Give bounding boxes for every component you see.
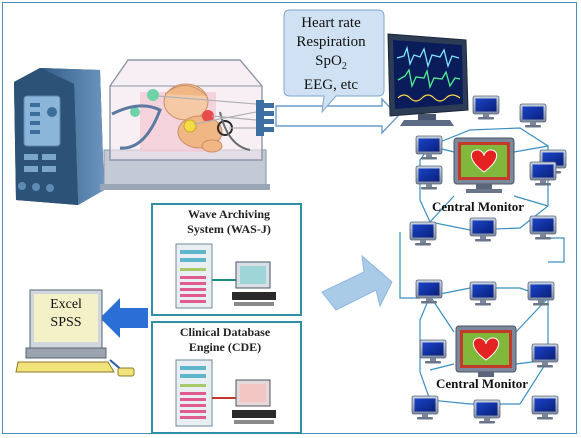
waveform-monitor-icon <box>387 33 469 126</box>
export-arrow <box>100 298 148 338</box>
analysis-software-text: Excel SPSS <box>36 296 96 332</box>
data-flow-arrow <box>275 97 399 135</box>
cde-server-icon <box>175 359 213 427</box>
vital-respiration: Respiration <box>296 34 366 50</box>
network-link <box>399 232 420 299</box>
vital-eeg: EEG, etc <box>303 77 359 93</box>
cde-pc-icon <box>232 379 276 424</box>
vital-heart-rate: Heart rate <box>301 15 361 31</box>
was-pc-icon <box>232 261 276 306</box>
archive-arrow <box>321 254 393 311</box>
central-monitor-bottom-icon <box>455 325 517 377</box>
cde-title: Clinical Database Engine (CDE) <box>179 325 271 354</box>
excel-label: Excel <box>50 297 82 312</box>
central-monitor-top-label: Central Monitor <box>432 199 525 214</box>
was-title: Wave Archiving System (WAS-J) <box>187 207 271 236</box>
vital-spo2: SpO2 <box>315 53 347 72</box>
central-monitor-top-icon <box>453 137 515 193</box>
vital-signs-text: Heart rate Respiration SpO2 EEG, etc <box>285 14 377 95</box>
vital-signs-bubble <box>283 9 385 114</box>
analysis-pc-icon <box>15 289 135 377</box>
central-monitor-bottom-label: Central Monitor <box>436 376 529 391</box>
bedside-monitor-icon <box>14 68 104 205</box>
spss-label: SPSS <box>50 315 82 330</box>
incubator-icon <box>100 59 274 190</box>
was-server-icon <box>175 243 213 309</box>
